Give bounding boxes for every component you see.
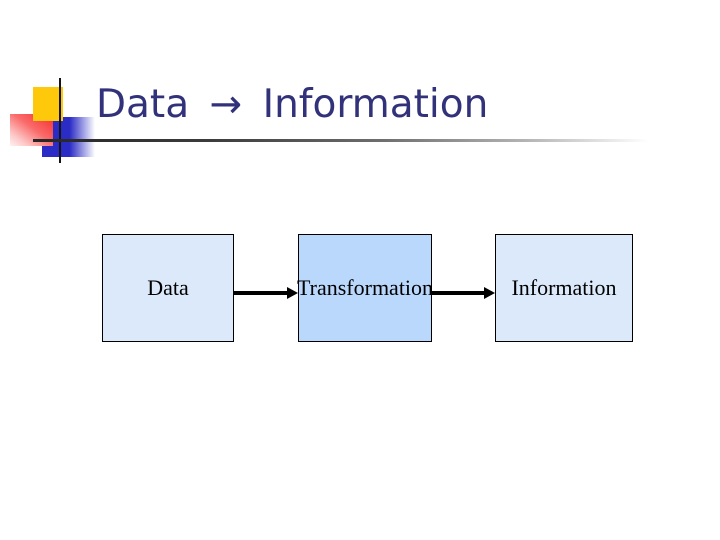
flow-box-information: Information: [495, 234, 633, 342]
flow-box-information-label: Information: [511, 275, 617, 300]
flow-box-data: Data: [102, 234, 234, 342]
slide-title: Data → Information: [96, 82, 489, 127]
decoration-yellow-square: [33, 87, 63, 121]
arrowhead-right-icon: [484, 287, 495, 299]
flow-box-transformation: Transformation: [296, 234, 434, 342]
arrowhead-right-icon: [287, 287, 298, 299]
flow-box-transformation-label: Transformation: [296, 275, 434, 300]
flow-arrow-transformation-to-information: [432, 291, 485, 295]
flow-arrow-data-to-transformation: [234, 291, 288, 295]
decoration-crosshair-vertical-line: [59, 78, 61, 163]
title-underline-rule: [33, 139, 667, 142]
flow-box-data-label: Data: [147, 275, 189, 300]
